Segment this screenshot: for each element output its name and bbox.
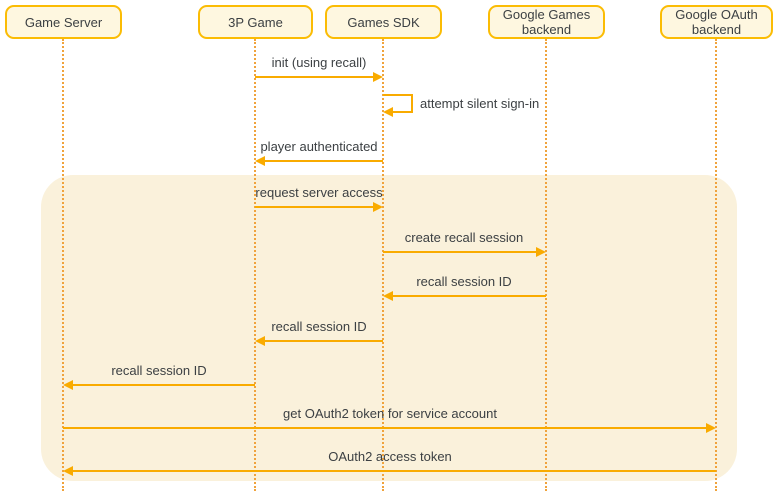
- arrowhead-left-icon: [63, 380, 73, 390]
- message-label: OAuth2 access token: [328, 449, 452, 464]
- participant-label: Google Games backend: [502, 7, 591, 37]
- message-label: recall session ID: [271, 319, 367, 334]
- message-label: player authenticated: [260, 139, 378, 154]
- self-message-right-line: [411, 94, 413, 113]
- lifeline-3p-game: [254, 39, 256, 491]
- lifeline-games-sdk: [382, 39, 384, 491]
- message-line: [255, 76, 375, 78]
- participant-google-games-backend: Google Games backend: [488, 5, 605, 39]
- message-line: [263, 340, 383, 342]
- message-line: [263, 160, 383, 162]
- message-label: attempt silent sign-in: [420, 96, 540, 111]
- arrowhead-right-icon: [373, 72, 383, 82]
- self-message-top-line: [383, 94, 413, 96]
- lifeline-game-server: [62, 39, 64, 491]
- recall-flow-highlight-region: [41, 175, 737, 481]
- participant-label: Google OAuth backend: [675, 7, 758, 37]
- message-label: recall session ID: [416, 274, 512, 289]
- message-label: init (using recall): [271, 55, 367, 70]
- participant-game-server: Game Server: [5, 5, 122, 39]
- participant-label: 3P Game: [228, 14, 283, 30]
- arrowhead-right-icon: [373, 202, 383, 212]
- arrowhead-left-icon: [255, 156, 265, 166]
- self-message-bottom-line: [392, 111, 413, 113]
- message-label: request server access: [255, 185, 383, 200]
- message-line: [71, 470, 716, 472]
- arrowhead-left-icon: [383, 291, 393, 301]
- arrowhead-right-icon: [706, 423, 716, 433]
- message-label: get OAuth2 token for service account: [283, 406, 497, 421]
- message-label: recall session ID: [111, 363, 207, 378]
- arrowhead-left-icon: [383, 107, 393, 117]
- message-line: [255, 206, 375, 208]
- arrowhead-left-icon: [63, 466, 73, 476]
- message-line: [71, 384, 255, 386]
- participant-games-sdk: Games SDK: [325, 5, 442, 39]
- message-line: [391, 295, 546, 297]
- participant-google-oauth-backend: Google OAuth backend: [660, 5, 773, 39]
- message-label: create recall session: [404, 230, 524, 245]
- participant-3p-game: 3P Game: [198, 5, 313, 39]
- participant-label: Games SDK: [347, 14, 420, 30]
- message-line: [383, 251, 538, 253]
- arrowhead-left-icon: [255, 336, 265, 346]
- message-line: [63, 427, 708, 429]
- participant-label: Game Server: [24, 14, 103, 30]
- lifeline-google-games-backend: [545, 39, 547, 491]
- arrowhead-right-icon: [536, 247, 546, 257]
- lifeline-google-oauth-backend: [715, 39, 717, 491]
